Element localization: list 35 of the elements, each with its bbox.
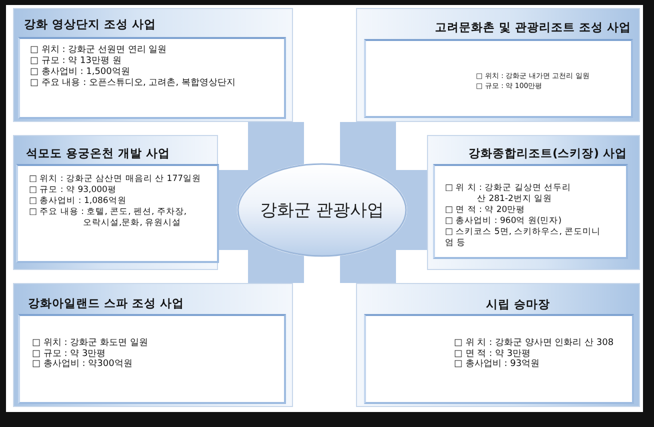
detail-line: □ 면 적 : 약 3만평 bbox=[454, 348, 531, 359]
project-title: 석모도 용궁온천 개발 사업 bbox=[26, 146, 170, 160]
project-panel bbox=[356, 283, 640, 407]
connector-band bbox=[366, 170, 427, 250]
project-title: 고려문화촌 및 관광리조트 조성 사업 bbox=[434, 20, 631, 34]
detail-line: □ 총사업비 : 약300억원 bbox=[32, 359, 132, 370]
detail-line: □ 총사업비 : 960억 원(민자) bbox=[445, 216, 562, 227]
project-title: 강화종합리조트(스키장) 사업 bbox=[468, 146, 627, 160]
detail-line: □ 위치 : 강화군 화도면 일원 bbox=[32, 338, 148, 348]
project-title: 시립 승마장 bbox=[486, 297, 550, 311]
detail-line: □ 규모 : 약 13만평 원 bbox=[30, 56, 122, 67]
detail-line: □ 위치 : 강화군 삼산면 매음리 산 177일원 bbox=[29, 174, 202, 185]
project-title: 강화 영상단지 조성 사업 bbox=[24, 17, 156, 31]
detail-line: □ 주요 내용 : 오픈스튜디오, 고려촌, 복합영상단지 bbox=[30, 78, 236, 89]
connector-band bbox=[340, 122, 396, 187]
project-panel bbox=[356, 8, 640, 122]
hub-title: 강화군 관광사업 bbox=[260, 200, 384, 222]
detail-line: □ 위치 : 강화군 선원면 연리 일원 bbox=[30, 45, 167, 56]
project-panel bbox=[427, 135, 640, 270]
detail-line: □ 총사업비 : 93억원 bbox=[454, 359, 540, 370]
detail-line: □ 스키코스 5면, 스키하우스, 콘도미니엄 등 bbox=[445, 227, 602, 249]
detail-line: □ 총사업비 : 1,500억원 bbox=[30, 67, 130, 78]
connector-band bbox=[248, 233, 304, 283]
connector-band bbox=[340, 233, 396, 283]
project-title: 강화아일랜드 스파 조성 사업 bbox=[28, 296, 184, 310]
detail-line: □ 주요 내용 : 호텔, 콘도, 펜션, 주차장, 오락시설,문화, 유원시설 bbox=[29, 207, 188, 229]
detail-line: □ 위 치 : 강화군 양사면 인화리 산 308 bbox=[454, 338, 614, 348]
detail-line: □ 규모 : 약 3만평 bbox=[32, 348, 106, 359]
project-panel bbox=[13, 135, 218, 270]
detail-line: □ 위 치 : 강화군 길상면 선두리 산 281-2번지 일원 bbox=[445, 183, 572, 205]
project-panel bbox=[13, 283, 293, 407]
detail-line: □ 총사업비 : 1,086억원 bbox=[29, 196, 126, 207]
detail-line: □ 면 적 : 약 20만평 bbox=[445, 205, 526, 216]
project-panel bbox=[13, 8, 293, 122]
detail-line: □ 규모 : 약 93,000평 bbox=[29, 185, 116, 196]
